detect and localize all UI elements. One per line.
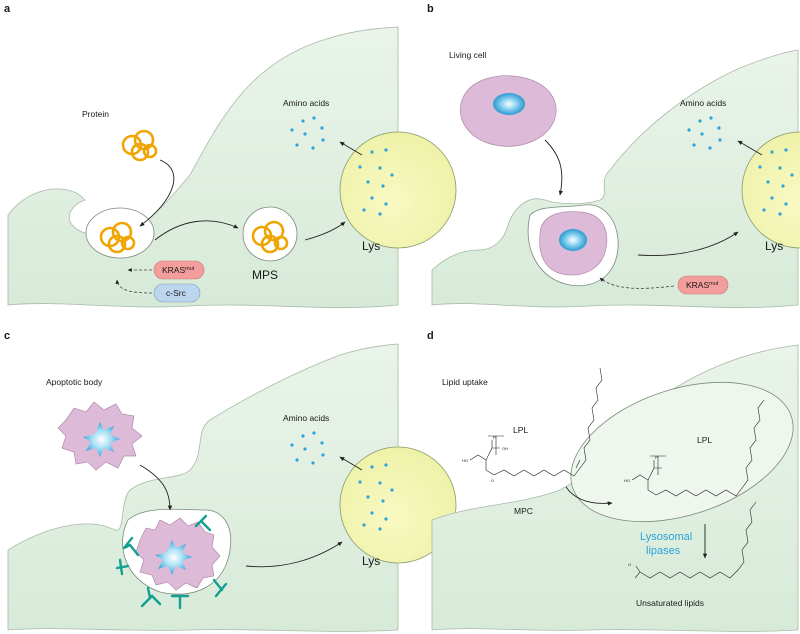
panel-c: c Lys Apoptotic body Amino acids	[4, 330, 457, 632]
nucleus	[559, 229, 587, 251]
kras-label: KRASmut	[686, 280, 719, 290]
chem-o: O	[628, 562, 631, 567]
lpl-outer-label: LPL	[513, 425, 528, 435]
amino-acids-label: Amino acids	[283, 98, 329, 108]
chem-p: P	[655, 455, 658, 460]
amino-acids-label: Amino acids	[283, 413, 329, 423]
lpl-molecule-inner	[631, 399, 765, 497]
protein-icon	[251, 220, 289, 254]
mpc-uptake-arrow	[565, 486, 613, 506]
amino-acid-dots	[687, 116, 794, 216]
amino-acid-dots	[290, 116, 394, 216]
nucleus	[493, 93, 525, 115]
kras-signal-arrow	[599, 277, 675, 289]
lysosome-label: Lys	[362, 554, 380, 568]
panel-b-letter: b	[427, 3, 434, 15]
living-cell-label: Living cell	[449, 50, 486, 60]
protein-icon	[121, 129, 158, 162]
chem-p: P	[493, 435, 496, 440]
lysosome	[339, 446, 457, 564]
mpc-label: MPC	[514, 506, 533, 516]
unsaturated-lipids-label: Unsaturated lipids	[636, 598, 704, 608]
receptors	[115, 514, 228, 610]
csrc-signal-arrow	[115, 279, 153, 294]
kras-pill	[153, 260, 205, 280]
cell-membrane	[7, 343, 399, 632]
lysosome	[570, 381, 794, 523]
lpl-inner-label: LPL	[697, 435, 712, 445]
protein-label: Protein	[82, 109, 109, 119]
lysosome	[741, 131, 800, 249]
amino-acid-dots	[290, 431, 394, 531]
lipid-uptake-label: Lipid uptake	[442, 377, 488, 387]
csrc-pill	[153, 283, 201, 303]
engulfment-arrow	[139, 464, 173, 511]
fragmented-nucleus	[155, 540, 192, 575]
macropinocytic-cup	[85, 207, 155, 259]
panel-a-letter: a	[4, 3, 11, 15]
amino-acids-label: Amino acids	[680, 98, 726, 108]
engulfment-arrow	[544, 139, 563, 196]
uptake-arrow	[139, 159, 175, 227]
panel-b: b Lys Living cell Amino acids KRASmut	[427, 3, 800, 308]
lpl-molecule-outer	[469, 367, 603, 477]
chem-oh: OH	[502, 446, 508, 451]
to-lysosome-arrow	[637, 231, 739, 256]
fragmented-nucleus	[83, 422, 120, 457]
unsaturated-fatty-acid	[634, 501, 757, 579]
chem-ho: HO	[624, 478, 630, 483]
panel-a: a Lys MPS Protein Amino acids	[4, 3, 457, 308]
to-mps-arrow	[154, 220, 239, 241]
kras-pill	[677, 275, 729, 295]
panel-d-letter: d	[427, 330, 434, 342]
panel-d: d Lipid uptake LPL P OH HO O LPL P HO MP…	[427, 330, 799, 632]
kras-label: KRASmut	[162, 265, 195, 275]
lysosome-label: Lys	[765, 239, 783, 253]
protein-icon	[99, 221, 136, 254]
chem-ho: HO	[462, 458, 468, 463]
cell-membrane	[431, 49, 799, 308]
apoptotic-body-label: Apoptotic body	[46, 377, 103, 387]
lysosome-label: Lys	[362, 239, 380, 253]
csrc-label: c-Src	[166, 288, 187, 298]
to-lysosome-arrow	[245, 541, 343, 568]
lysosomal-lipases-line1: Lysosomal	[640, 531, 692, 543]
to-lysosome-arrow	[304, 221, 346, 241]
lysosome	[339, 131, 457, 249]
mps-label: MPS	[252, 268, 278, 282]
release-arrow	[737, 140, 763, 156]
release-arrow	[339, 141, 363, 156]
release-arrow	[339, 456, 363, 471]
panel-c-letter: c	[4, 330, 10, 342]
lysosomal-lipases-line2: lipases	[646, 545, 681, 557]
chem-o: O	[491, 478, 494, 483]
